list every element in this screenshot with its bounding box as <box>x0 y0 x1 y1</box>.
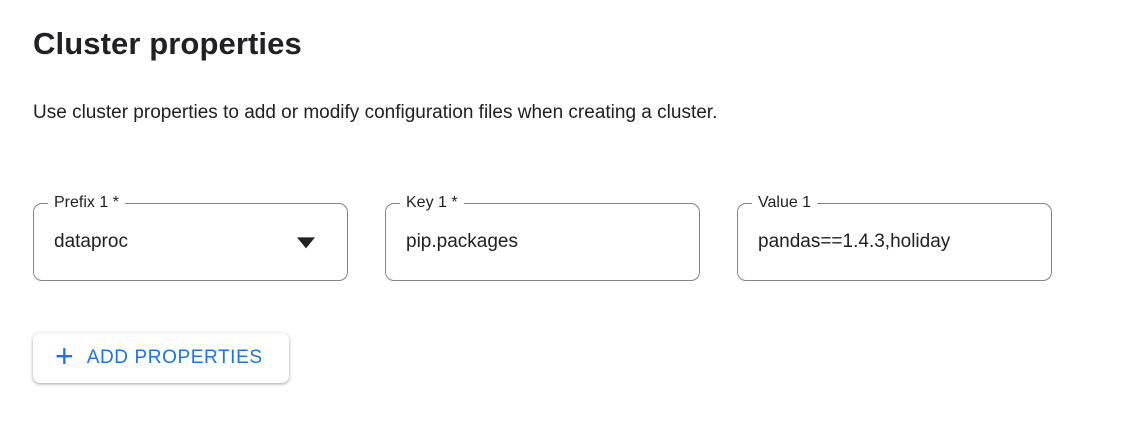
key-label: Key 1 * <box>400 192 464 213</box>
key-input[interactable] <box>386 203 699 280</box>
value-label: Value 1 <box>752 192 818 213</box>
page-description: Use cluster properties to add or modify … <box>33 102 718 124</box>
prefix-select[interactable]: Prefix 1 * dataproc <box>33 192 348 281</box>
add-properties-label: ADD PROPERTIES <box>86 346 263 368</box>
prefix-value: dataproc <box>54 230 128 252</box>
plus-icon: + <box>55 338 74 375</box>
value-field: Value 1 <box>737 192 1052 281</box>
page-title: Cluster properties <box>33 26 302 61</box>
cluster-properties-section: Cluster properties Use cluster propertie… <box>33 26 1089 383</box>
key-field: Key 1 * <box>385 192 700 281</box>
value-input[interactable] <box>738 203 1051 280</box>
add-properties-button[interactable]: + ADD PROPERTIES <box>33 332 289 383</box>
property-fields-row: Prefix 1 * dataproc Key 1 * Value 1 <box>33 192 1089 281</box>
dropdown-arrow-icon <box>297 237 315 249</box>
prefix-label: Prefix 1 * <box>48 192 125 213</box>
